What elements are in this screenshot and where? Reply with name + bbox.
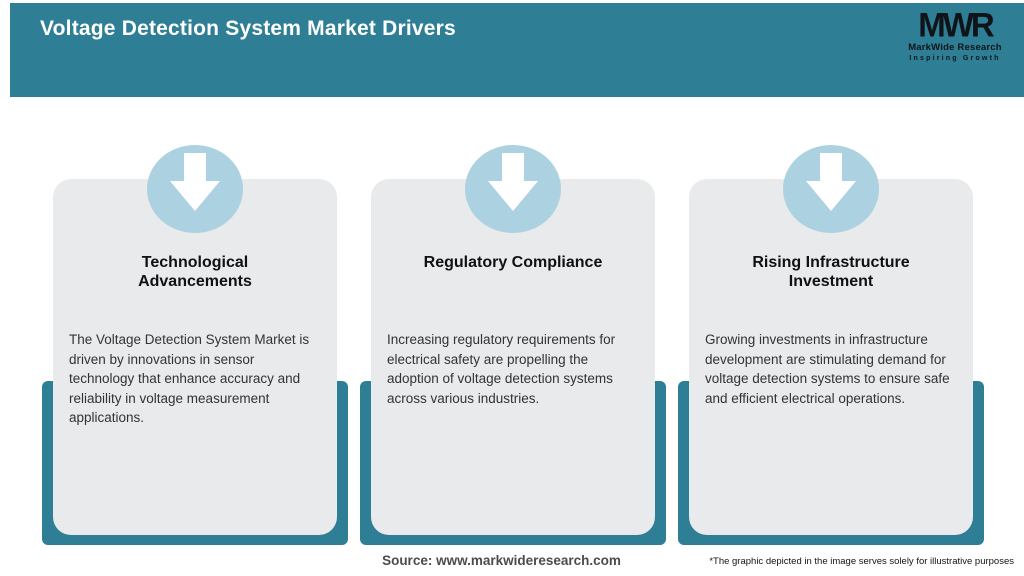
driver-card-group-regulatory: Regulatory Compliance Increasing regulat… bbox=[360, 145, 666, 545]
down-arrow-glyph bbox=[170, 153, 220, 211]
driver-card-group-infrastructure: Rising Infrastructure Investment Growing… bbox=[678, 145, 984, 545]
card-title: Technological Advancements bbox=[138, 254, 252, 290]
disclaimer-text: *The graphic depicted in the image serve… bbox=[709, 556, 1014, 567]
card-title: Regulatory Compliance bbox=[423, 254, 603, 271]
logo-tagline: Inspiring Growth bbox=[909, 54, 1001, 62]
down-arrow-icon bbox=[147, 145, 243, 233]
down-arrow-glyph bbox=[806, 153, 856, 211]
header-bar: Voltage Detection System Market Drivers … bbox=[10, 3, 1024, 97]
card-body: Growing investments in infrastructure de… bbox=[705, 332, 950, 406]
driver-card: Technological Advancements The Voltage D… bbox=[53, 179, 337, 535]
logo-company-name: MarkWide Research bbox=[908, 42, 1002, 53]
page-title: Voltage Detection System Market Drivers bbox=[40, 17, 456, 40]
card-title: Rising Infrastructure Investment bbox=[752, 254, 910, 290]
card-body: Increasing regulatory requirements for e… bbox=[387, 332, 616, 406]
driver-card: Rising Infrastructure Investment Growing… bbox=[689, 179, 973, 535]
down-arrow-icon bbox=[465, 145, 561, 233]
markwide-logo: MWR MarkWide Research Inspiring Growth bbox=[900, 5, 1010, 62]
card-body: The Voltage Detection System Market is d… bbox=[69, 332, 310, 425]
source-text: Source: www.markwideresearch.com bbox=[382, 553, 621, 568]
down-arrow-icon bbox=[783, 145, 879, 233]
driver-card-group-technological: Technological Advancements The Voltage D… bbox=[42, 145, 348, 545]
logo-mwr-icon: MWR bbox=[918, 5, 994, 44]
down-arrow-glyph bbox=[488, 153, 538, 211]
driver-card: Regulatory Compliance Increasing regulat… bbox=[371, 179, 655, 535]
